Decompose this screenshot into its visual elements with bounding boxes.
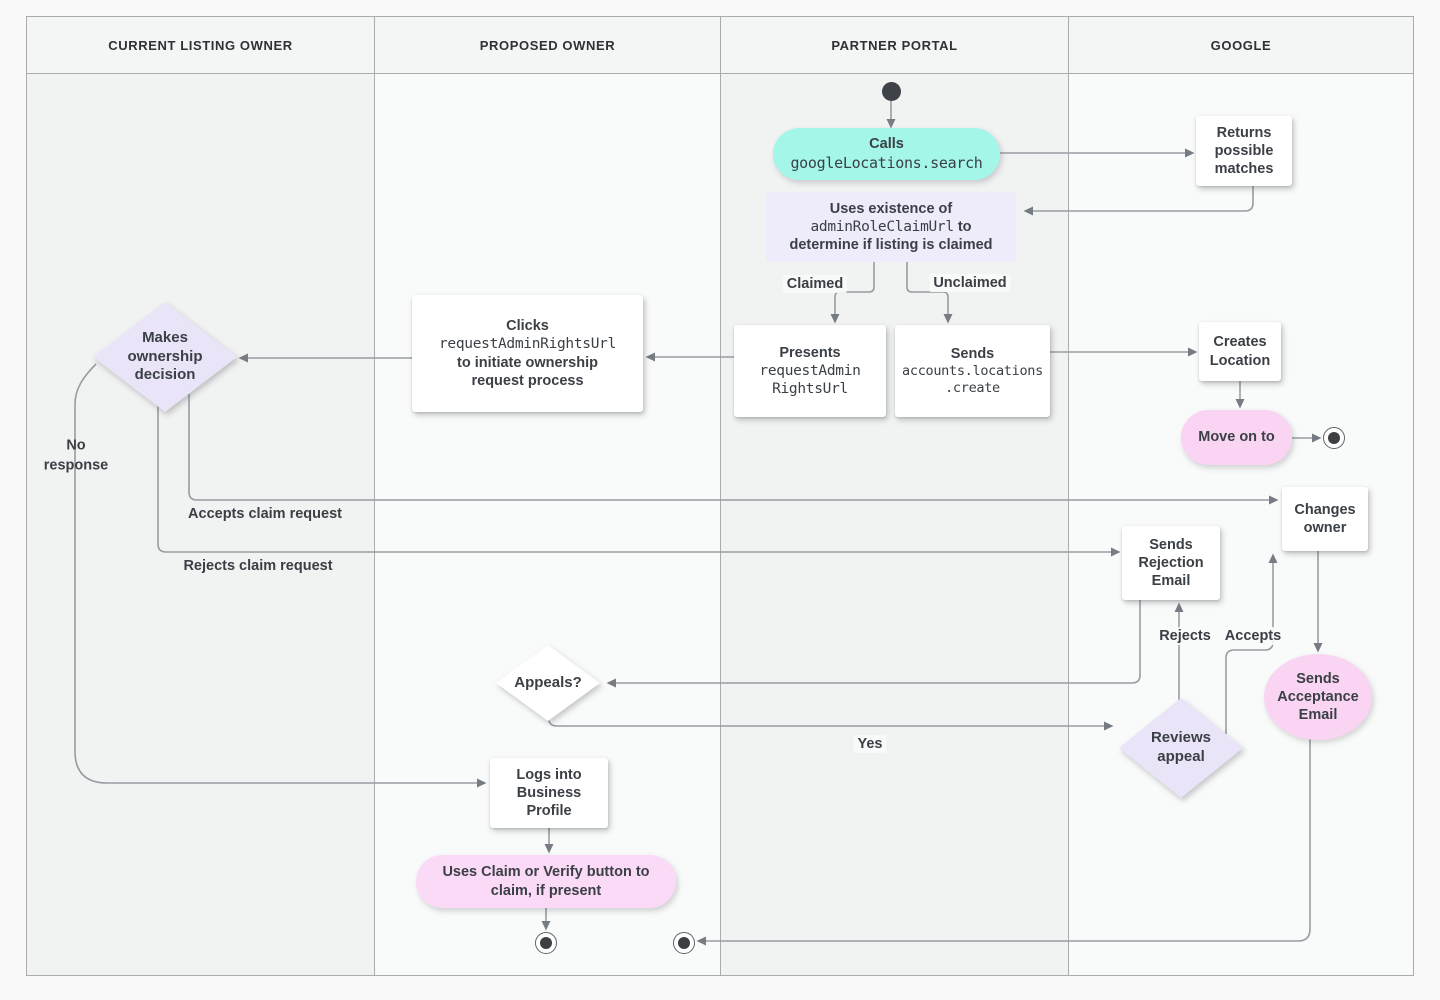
edge-reviews-accepts-to-changes bbox=[1225, 553, 1278, 734]
end-node-dot bbox=[1328, 432, 1340, 444]
node-label: Calls bbox=[869, 136, 904, 153]
start-node bbox=[882, 82, 901, 101]
code-line: accounts.locations bbox=[902, 363, 1043, 380]
node-label: Presents bbox=[779, 344, 841, 361]
node-sends-acceptance-email: Sends Acceptance Email bbox=[1264, 654, 1372, 740]
end-node-acceptance bbox=[673, 932, 695, 954]
code-line: RightsUrl bbox=[772, 381, 848, 398]
node-appeals: Appeals? bbox=[496, 645, 600, 721]
node-label: Uses Claim or Verify button to claim, if… bbox=[442, 864, 650, 899]
edge-label-accepts: Accepts bbox=[1220, 627, 1286, 645]
node-returns-possible-matches: Returns possible matches bbox=[1196, 116, 1292, 186]
end-node-claim bbox=[535, 932, 557, 954]
node-changes-owner: Changes owner bbox=[1282, 487, 1368, 551]
lane-header-partner-portal: PARTNER PORTAL bbox=[721, 17, 1068, 74]
edge-label-accepts-claim-request: Accepts claim request bbox=[188, 506, 342, 522]
node-claim-check: Uses existence of adminRoleClaimUrl to d… bbox=[766, 192, 1016, 262]
edge-rejection-to-appeals bbox=[606, 600, 1141, 688]
node-makes-ownership-decision: Makes ownership decision bbox=[93, 302, 237, 412]
node-sends-accounts-locations-create: Sends accounts.locations .create bbox=[895, 325, 1050, 417]
code-adminroleclaimurl: adminRoleClaimUrl bbox=[810, 218, 954, 235]
edge-rejects-claim bbox=[157, 404, 1121, 557]
node-label: Changes owner bbox=[1294, 501, 1356, 536]
lane-header-google: GOOGLE bbox=[1069, 17, 1413, 74]
node-label-line2-suffix: to bbox=[953, 218, 972, 235]
code-googlelocations-search: googleLocations.search bbox=[790, 153, 983, 172]
node-label-line1: Uses existence of bbox=[829, 200, 953, 217]
code-requestadminrightsurl: requestAdminRightsUrl bbox=[438, 336, 617, 353]
code-line: requestAdmin bbox=[759, 362, 861, 379]
node-move-on-to: Move on to bbox=[1181, 410, 1292, 465]
node-label: Move on to bbox=[1198, 429, 1275, 446]
node-claim-or-verify: Uses Claim or Verify button to claim, if… bbox=[416, 855, 676, 908]
node-label: Returns possible matches bbox=[1214, 124, 1274, 178]
node-label: Sends Acceptance Email bbox=[1277, 670, 1359, 724]
node-clicks-requestadminrightsurl: Clicks requestAdminRightsUrl to initiate… bbox=[412, 295, 643, 412]
edge-label-rejects-claim-request: Rejects claim request bbox=[183, 558, 333, 574]
node-label: Logs into Business Profile bbox=[516, 766, 582, 820]
node-label: Sends Rejection Email bbox=[1138, 536, 1204, 590]
node-creates-location: Creates Location bbox=[1199, 322, 1281, 381]
node-presents-requestadminrightsurl: Presents requestAdmin RightsUrl bbox=[734, 325, 886, 417]
node-label: Reviews appeal bbox=[1150, 729, 1212, 765]
edge-accepts-claim bbox=[188, 394, 1279, 505]
node-label-line3: determine if listing is claimed bbox=[789, 237, 993, 254]
edge-label-claimed: Claimed bbox=[782, 275, 848, 293]
end-node-move-on bbox=[1323, 427, 1345, 449]
lane-header-proposed-owner: PROPOSED OWNER bbox=[375, 17, 720, 74]
edge-no-response bbox=[74, 363, 487, 788]
lane-current-listing-owner: CURRENT LISTING OWNER bbox=[27, 17, 375, 975]
edge-acceptance-to-end bbox=[696, 739, 1311, 946]
edge-appeals-yes-to-reviews bbox=[547, 715, 1114, 731]
node-label-line2: to initiate ownership bbox=[457, 354, 598, 371]
diamond-shape: Reviews appeal bbox=[1119, 698, 1243, 798]
edge-label-yes: Yes bbox=[853, 735, 887, 753]
node-label: Appeals? bbox=[514, 673, 582, 691]
edge-returns-to-claim-check bbox=[1023, 186, 1254, 216]
diamond-shape: Appeals? bbox=[496, 645, 600, 721]
edge-label-rejects: Rejects bbox=[1155, 627, 1215, 645]
node-sends-rejection-email: Sends Rejection Email bbox=[1122, 526, 1220, 600]
node-label-line1: Clicks bbox=[506, 317, 549, 334]
node-label-line2: adminRoleClaimUrl to bbox=[810, 218, 971, 236]
edge-label-unclaimed: Unclaimed bbox=[929, 274, 1011, 292]
node-reviews-appeal: Reviews appeal bbox=[1119, 698, 1243, 798]
lane-header-current-listing-owner: CURRENT LISTING OWNER bbox=[27, 17, 374, 74]
diamond-shape: Makes ownership decision bbox=[93, 302, 237, 412]
edge-unclaimed-branch bbox=[906, 262, 953, 324]
node-logs-into-business-profile: Logs into Business Profile bbox=[490, 758, 608, 828]
lane-partner-portal: PARTNER PORTAL bbox=[721, 17, 1069, 975]
code-line: .create bbox=[945, 380, 1000, 397]
node-label: Makes ownership decision bbox=[127, 328, 203, 384]
node-label-line3: request process bbox=[471, 372, 584, 389]
end-node-dot bbox=[540, 937, 552, 949]
end-node-dot bbox=[678, 937, 690, 949]
node-calls-googlelocations-search: Calls googleLocations.search bbox=[773, 128, 1000, 180]
node-label: Sends bbox=[950, 345, 995, 362]
node-label: Creates Location bbox=[1209, 334, 1271, 369]
edge-claimed-branch bbox=[830, 262, 875, 324]
edge-label-no-response: No response bbox=[43, 437, 109, 473]
